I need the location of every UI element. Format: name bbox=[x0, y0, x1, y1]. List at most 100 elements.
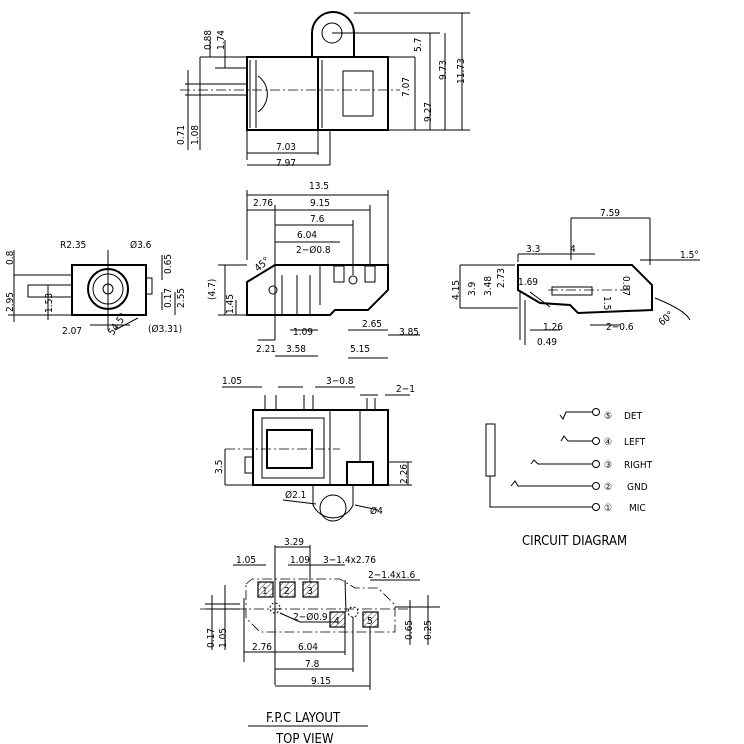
pad-2: 2 bbox=[279, 581, 296, 598]
svg-text:LEFT: LEFT bbox=[624, 437, 646, 448]
dim-0.25: 0.25 bbox=[423, 620, 434, 640]
dim-2.07: 2.07 bbox=[62, 326, 82, 337]
dim-0.49: 0.49 bbox=[537, 337, 557, 348]
dim-0.17: 0.17 bbox=[163, 288, 174, 308]
dim-0.8: 0.8 bbox=[5, 250, 16, 265]
svg-text:RIGHT: RIGHT bbox=[624, 460, 653, 471]
dim-9.73: 9.73 bbox=[438, 60, 449, 80]
dim-2.21: 2.21 bbox=[256, 344, 276, 355]
dim-0.88: 0.88 bbox=[203, 30, 214, 50]
dim-dia2.1: Ø2.1 bbox=[285, 489, 306, 501]
dim-4.7: (4.7) bbox=[207, 279, 218, 300]
dim-5.15: 5.15 bbox=[350, 344, 370, 355]
dim-3.48: 3.48 bbox=[483, 276, 494, 296]
dim-3.5: 3.5 bbox=[214, 460, 225, 474]
circuit-diagram-title: CIRCUIT DIAGRAM bbox=[522, 534, 627, 549]
dim-2.76: 2.76 bbox=[253, 198, 273, 209]
dim-0.65: 0.65 bbox=[404, 620, 415, 640]
dim-7.07: 7.07 bbox=[401, 77, 412, 97]
dim-4.15: 4.15 bbox=[451, 280, 462, 300]
dim-6.04: 6.04 bbox=[298, 642, 318, 653]
pin-right: ③ RIGHT bbox=[604, 460, 653, 471]
pin-left: ④ LEFT bbox=[604, 437, 646, 448]
dim-0.65: 0.65 bbox=[163, 254, 174, 274]
pad-5: 5 bbox=[362, 611, 379, 628]
dim-2-dia0.9: 2−Ø0.9 bbox=[293, 611, 328, 623]
dim-r2.35: R2.35 bbox=[60, 240, 86, 251]
dim-dia3.31: (Ø3.31) bbox=[148, 323, 182, 335]
dim-2.26: 2.26 bbox=[399, 464, 410, 484]
dim-1.45: 1.45 bbox=[225, 294, 236, 314]
dim-2-1: 2−1 bbox=[396, 384, 415, 395]
dim-2.65: 2.65 bbox=[362, 319, 382, 330]
svg-text:DET: DET bbox=[624, 411, 643, 422]
pad-3: 3 bbox=[302, 581, 319, 598]
svg-text:3: 3 bbox=[307, 586, 313, 597]
dim-1.69: 1.69 bbox=[518, 277, 538, 288]
svg-text:④: ④ bbox=[604, 437, 612, 448]
dim-11.73: 11.73 bbox=[456, 58, 467, 84]
top-view: 0.88 1.74 0.71 1.08 7.03 7.97 5.7 7.07 9… bbox=[176, 11, 470, 169]
dim-1.09: 1.09 bbox=[290, 555, 310, 566]
dim-1.26: 1.26 bbox=[543, 322, 563, 333]
dim-9.15: 9.15 bbox=[310, 198, 330, 209]
dim-7.6: 7.6 bbox=[310, 214, 325, 225]
side-view: 13.5 2.76 9.15 7.6 6.04 2−Ø0.8 45° (4.7)… bbox=[207, 181, 420, 359]
pin-mic: ① MIC bbox=[604, 503, 646, 514]
svg-text:②: ② bbox=[604, 482, 612, 493]
dim-60deg: 60° bbox=[657, 310, 676, 329]
dim-2-dia0.8: 2−Ø0.8 bbox=[296, 244, 331, 256]
dim-2.95: 2.95 bbox=[5, 292, 16, 312]
dim-1.53: 1.53 bbox=[44, 293, 55, 313]
dim-1.08: 1.08 bbox=[190, 125, 201, 145]
dim-3.3: 3.3 bbox=[526, 244, 540, 255]
pin-gnd: ② GND bbox=[604, 482, 648, 493]
dim-7.03: 7.03 bbox=[276, 142, 296, 153]
pin-det: ⑤ DET bbox=[604, 411, 643, 422]
dim-2.55: 2.55 bbox=[176, 288, 187, 308]
dim-3-1.4x2.76: 3−1.4x2.76 bbox=[323, 555, 376, 566]
dim-13.5: 13.5 bbox=[309, 181, 329, 192]
dim-1.05-v: 1.05 bbox=[218, 628, 229, 648]
dim-3.85: 3.85 bbox=[399, 327, 419, 338]
dim-1.05: 1.05 bbox=[236, 555, 256, 566]
dim-6.04: 6.04 bbox=[297, 230, 317, 241]
dim-7.8: 7.8 bbox=[305, 659, 320, 670]
dim-0.17: 0.17 bbox=[206, 628, 217, 648]
pad-1: 1 bbox=[257, 581, 274, 598]
dim-3.29: 3.29 bbox=[284, 537, 304, 548]
dim-5.7: 5.7 bbox=[413, 38, 424, 52]
svg-text:⑤: ⑤ bbox=[604, 411, 612, 422]
end-view: 7.59 3.3 4 1.5° 4.15 3.9 3.48 2.73 1.69 … bbox=[451, 208, 700, 348]
dim-9.27: 9.27 bbox=[423, 102, 434, 122]
svg-text:③: ③ bbox=[604, 460, 612, 471]
svg-text:①: ① bbox=[604, 503, 612, 514]
dim-7.59: 7.59 bbox=[600, 208, 620, 219]
dim-9.15: 9.15 bbox=[311, 676, 331, 687]
dim-2-1.4x1.6: 2−1.4x1.6 bbox=[368, 570, 415, 581]
svg-text:5: 5 bbox=[367, 616, 373, 627]
dim-1.5: 1.5 bbox=[601, 296, 612, 310]
dim-3-0.8: 3−0.8 bbox=[326, 376, 354, 387]
fpc-layout-subtitle: TOP VIEW bbox=[275, 732, 334, 744]
svg-text:2: 2 bbox=[284, 586, 290, 597]
svg-text:MIC: MIC bbox=[629, 503, 646, 514]
circuit-diagram: ⑤ DET ④ LEFT ③ RIGHT ② GND ① MIC CIRCUIT DIAG… bbox=[485, 408, 653, 549]
front-view: R2.35 Ø3.6 0.8 2.95 1.53 0.65 0.17 2.55 … bbox=[5, 239, 187, 338]
dim-1.5deg: 1.5° bbox=[680, 250, 699, 261]
dim-1.74: 1.74 bbox=[216, 30, 227, 50]
dim-3.9: 3.9 bbox=[467, 281, 478, 296]
svg-text:GND: GND bbox=[627, 482, 648, 493]
svg-text:1: 1 bbox=[262, 586, 268, 597]
dim-3.58: 3.58 bbox=[286, 344, 306, 355]
dim-0.71: 0.71 bbox=[176, 125, 187, 145]
bottom-view: 1.05 3−0.8 2−1 3.5 2.26 Ø2.1 Ø4 bbox=[214, 376, 415, 522]
dim-1.05: 1.05 bbox=[222, 376, 242, 387]
fpc-layout: 1 2 3 4 5 3.29 1.05 1.09 3−1.4x2.76 2−1.… bbox=[200, 537, 440, 744]
dim-2.76: 2.76 bbox=[252, 642, 272, 653]
dim-45deg: 45° bbox=[253, 256, 272, 275]
dim-4: 4 bbox=[570, 244, 576, 255]
dim-1.09: 1.09 bbox=[293, 327, 313, 338]
dim-dia4: Ø4 bbox=[370, 505, 383, 517]
